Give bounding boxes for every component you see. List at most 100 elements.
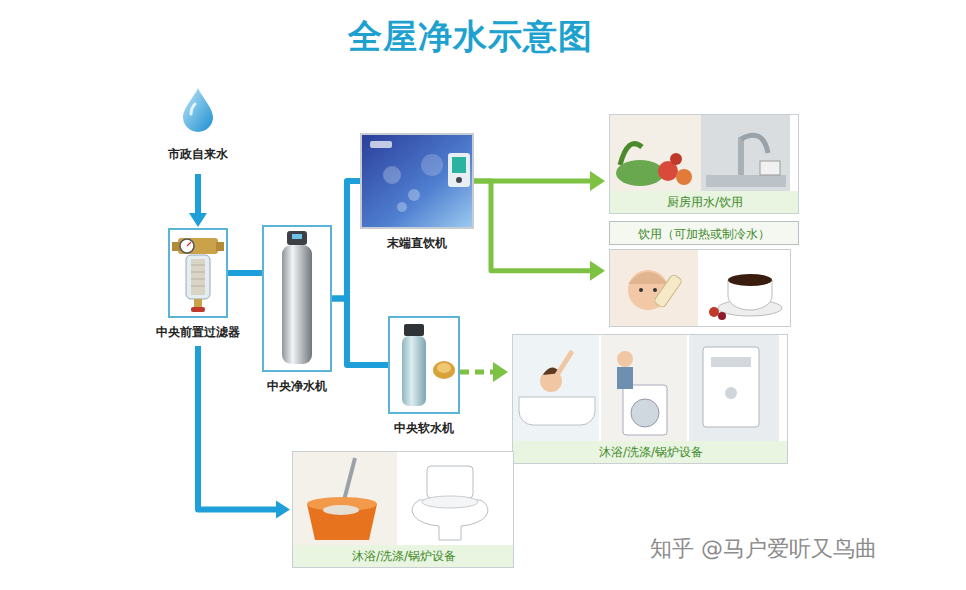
illustration-part	[292, 234, 302, 239]
illustration-part	[264, 227, 330, 370]
illustration-part	[370, 141, 392, 148]
illustration-part	[307, 504, 377, 540]
device-box: 末端直饮机	[360, 133, 474, 229]
illustration-part	[421, 154, 443, 176]
illustration-part	[653, 274, 682, 309]
connector-line	[460, 370, 494, 375]
illustration-part	[191, 286, 205, 287]
illustration-part	[282, 245, 312, 364]
arrow-head	[493, 362, 508, 382]
illustration-part	[191, 307, 205, 312]
screen-illustration	[362, 135, 472, 227]
softener-illustration	[390, 318, 458, 412]
illustration-part	[178, 238, 218, 254]
connector-line	[228, 270, 262, 276]
illustration-part	[631, 399, 659, 427]
illustration-part	[616, 160, 664, 186]
device-label: 中央软水机	[394, 420, 454, 437]
diagram-title: 全屋净水示意图	[0, 14, 940, 60]
arrow-head	[189, 213, 207, 227]
usage-caption: 厨房用水/饮用	[610, 191, 799, 213]
illustration-part	[408, 189, 420, 201]
device-box: 中央软水机	[388, 316, 460, 414]
illustration-part	[187, 242, 191, 246]
illustration-part	[437, 363, 451, 373]
illustration-part	[653, 288, 657, 292]
illustration-part	[670, 153, 682, 165]
bath-illustration	[513, 335, 779, 441]
illustration-part	[362, 135, 472, 227]
illustration-part	[170, 230, 226, 316]
illustration-part	[610, 115, 790, 191]
illustration-part	[617, 351, 633, 367]
illustration-part	[402, 336, 426, 406]
illustration-part	[711, 357, 751, 367]
tank-illustration	[264, 227, 330, 370]
illustration-part	[191, 104, 195, 114]
illustration-part	[703, 347, 759, 427]
connector-line	[332, 181, 360, 299]
prefilter-illustration	[170, 230, 226, 316]
illustration-part	[186, 255, 210, 299]
illustration-part	[191, 259, 205, 295]
illustration-part	[738, 137, 744, 175]
connector	[332, 299, 388, 366]
usage-panel: 沐浴/洗涤/锅炉设备	[512, 334, 788, 464]
illustration-part	[760, 161, 780, 175]
illustration-part	[293, 452, 505, 545]
illustration-part	[172, 242, 180, 251]
drop-illustration	[180, 86, 216, 136]
illustration-part	[191, 279, 205, 280]
illustration-part	[293, 452, 397, 545]
illustration-part	[427, 466, 473, 498]
illustration-part	[287, 231, 307, 245]
connector-line	[474, 181, 591, 271]
source-node: 市政自来水	[154, 86, 242, 170]
watermark: 知乎 @马户爱听又鸟曲	[650, 534, 877, 564]
illustration-part	[183, 88, 213, 132]
illustration-part	[404, 324, 424, 336]
illustration-part	[689, 335, 779, 441]
illustration-part	[706, 175, 786, 187]
illustration-part	[216, 242, 224, 251]
connector	[474, 171, 605, 191]
illustration-part	[601, 335, 687, 441]
illustration-part	[725, 387, 737, 399]
illustration-part	[718, 312, 726, 320]
usage-caption: 沐浴/洗涤/锅炉设备	[293, 545, 514, 567]
usage-caption: 沐浴/洗涤/锅炉设备	[513, 441, 788, 463]
illustration-part	[513, 335, 779, 441]
illustration-part	[617, 367, 633, 389]
device-box: 中央前置过滤器	[168, 228, 228, 318]
illustration-part	[623, 385, 667, 435]
arrow-head	[276, 501, 290, 519]
connector	[474, 181, 605, 281]
illustration-part	[180, 239, 194, 253]
usage-panel: 沐浴/洗涤/锅炉设备	[292, 451, 514, 568]
illustration-part	[456, 177, 462, 183]
connector-line	[332, 299, 388, 366]
usage-caption: 饮用（可加热或制冷水）	[609, 221, 799, 245]
source-label: 市政自来水	[154, 146, 242, 163]
illustration-part	[741, 135, 768, 153]
illustration-part	[628, 272, 668, 284]
mop-illustration	[293, 452, 505, 545]
illustration-part	[433, 361, 455, 379]
illustration-part	[448, 153, 470, 187]
illustration-part	[422, 496, 478, 508]
kitchen-illustration	[610, 115, 790, 191]
connector	[460, 362, 508, 382]
illustration-part	[610, 250, 790, 326]
illustration-part	[701, 115, 790, 191]
device-label: 中央前置过滤器	[156, 324, 240, 341]
illustration-part	[709, 307, 719, 317]
device-label: 末端直饮机	[387, 235, 447, 252]
usage-panel: 厨房用水/饮用	[609, 114, 799, 214]
illustration-part	[610, 250, 698, 326]
illustration-part	[728, 274, 772, 286]
usage-panel: 饮用（可加热或制冷水）	[609, 221, 799, 327]
illustration-part	[397, 202, 407, 212]
arrow-head	[590, 171, 605, 191]
illustration-part	[390, 318, 458, 412]
